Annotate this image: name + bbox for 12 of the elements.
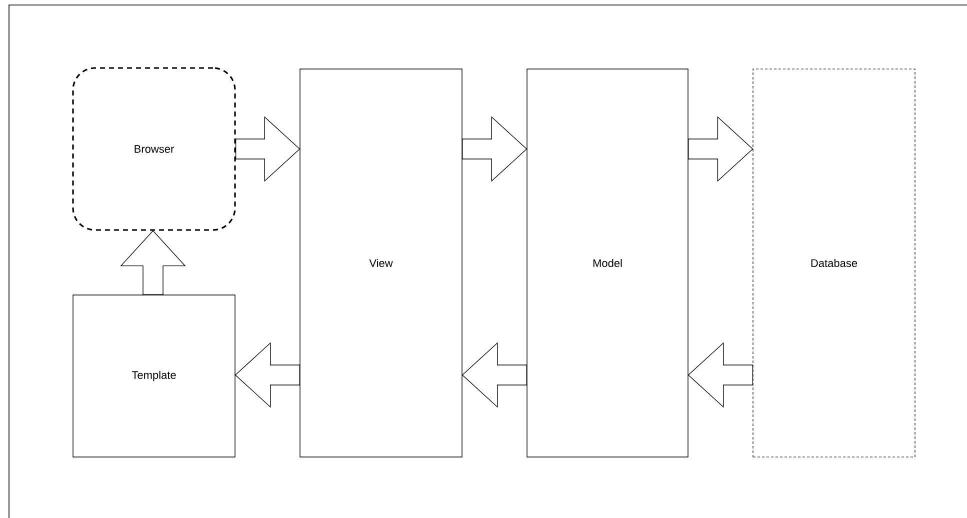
block-arrow [235, 116, 300, 182]
block-arrow [120, 230, 186, 295]
database-box: Database [752, 68, 916, 458]
block-arrow [688, 116, 754, 182]
block-arrow [462, 116, 528, 182]
block-arrow [234, 342, 300, 408]
block-arrow [688, 342, 754, 408]
template-box: Template [72, 294, 236, 458]
block-arrow [462, 342, 527, 408]
view-box: View [300, 68, 462, 458]
browser-box: Browser [72, 67, 236, 231]
model-box: Model [526, 68, 688, 458]
